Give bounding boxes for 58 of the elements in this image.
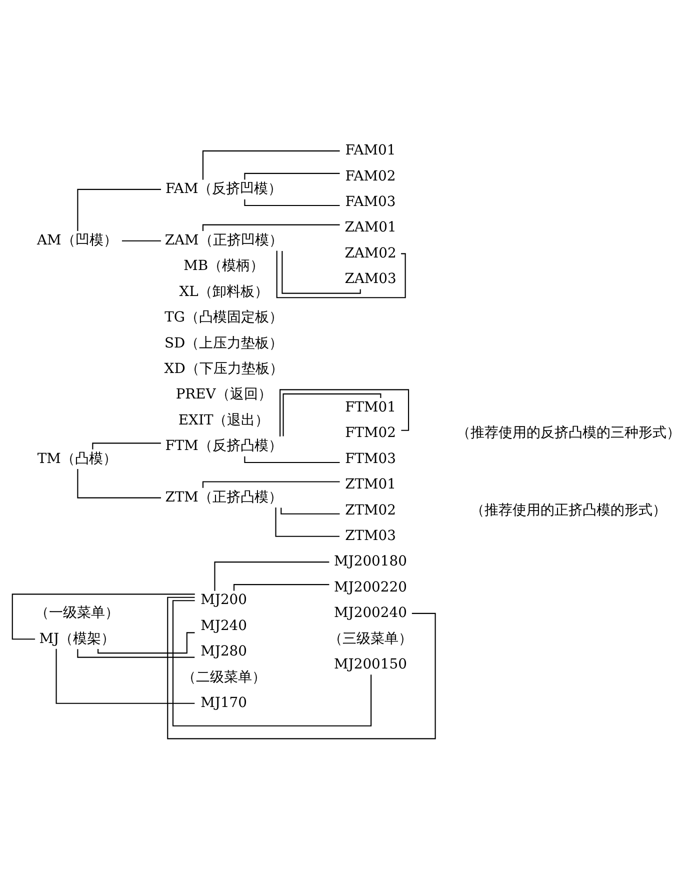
node-text: ZTM01 (345, 476, 396, 492)
label: （推荐使用的反挤凸模的三种形式） (456, 424, 681, 441)
node-text: FTM03 (345, 450, 396, 466)
connector (12, 593, 195, 640)
node-text: MJ240 (200, 617, 248, 634)
connector (202, 150, 340, 180)
node-text: FAM03 (345, 193, 396, 210)
node-text: FTM02 (345, 424, 396, 441)
connector (56, 648, 195, 704)
label: XD（下压力垫板） (164, 360, 284, 376)
connector (244, 172, 340, 180)
node-text: FAM01 (345, 142, 396, 158)
node-text: ZAM03 (344, 270, 396, 287)
connector (167, 596, 436, 739)
node-text: FTM（反挤凸模） (165, 438, 282, 454)
connector (77, 648, 195, 658)
connector (282, 250, 361, 294)
connector (172, 600, 372, 726)
node-text: TM（凸模） (37, 450, 117, 466)
connector (77, 188, 161, 230)
node-text: ZAM01 (344, 219, 396, 236)
connector (122, 240, 161, 241)
node-text: ZAM02 (344, 244, 396, 261)
connector (233, 584, 330, 590)
node-text: MJ200240 (334, 604, 407, 621)
node-text: MJ200150 (334, 656, 407, 672)
connector (98, 632, 195, 654)
node-text: MJ280 (200, 643, 248, 660)
label: PREV（返回） (176, 386, 272, 402)
node-text: MJ200180 (334, 553, 407, 570)
connector (244, 198, 340, 206)
connector (280, 507, 340, 514)
node-text: MJ（模架） (39, 630, 116, 646)
node-text: FAM02 (345, 168, 396, 184)
node-text: MJ200220 (334, 578, 407, 595)
label: （三级菜单） (328, 630, 413, 646)
connector (214, 561, 330, 590)
node-text: ZTM（正挤凸模） (165, 488, 282, 505)
label: （二级菜单） (182, 668, 266, 685)
node-text: ZTM03 (345, 528, 396, 544)
connector (275, 507, 340, 536)
connector (282, 392, 382, 436)
label: （推荐使用的正挤凸模的形式） (470, 502, 667, 518)
node-text: FAM（反挤凹模） (165, 180, 282, 197)
node-text: MJ200 (200, 592, 248, 608)
connector (77, 468, 161, 498)
node-text: AM（凹模） (37, 232, 118, 248)
label: EXIT（退出） (178, 412, 270, 428)
node-text: FTM01 (345, 399, 396, 416)
node-text: ZTM02 (345, 502, 396, 518)
label: SD（上压力垫板） (164, 334, 284, 351)
label: MB（模柄） (184, 258, 264, 274)
label: XL（卸料板） (179, 283, 268, 300)
label: TG（凸模固定板） (164, 309, 284, 326)
node-text: MJ170 (200, 694, 248, 711)
node-text: ZAM（正挤凹模） (164, 232, 283, 248)
connector (244, 456, 340, 463)
label: （一级菜单） (35, 604, 120, 621)
